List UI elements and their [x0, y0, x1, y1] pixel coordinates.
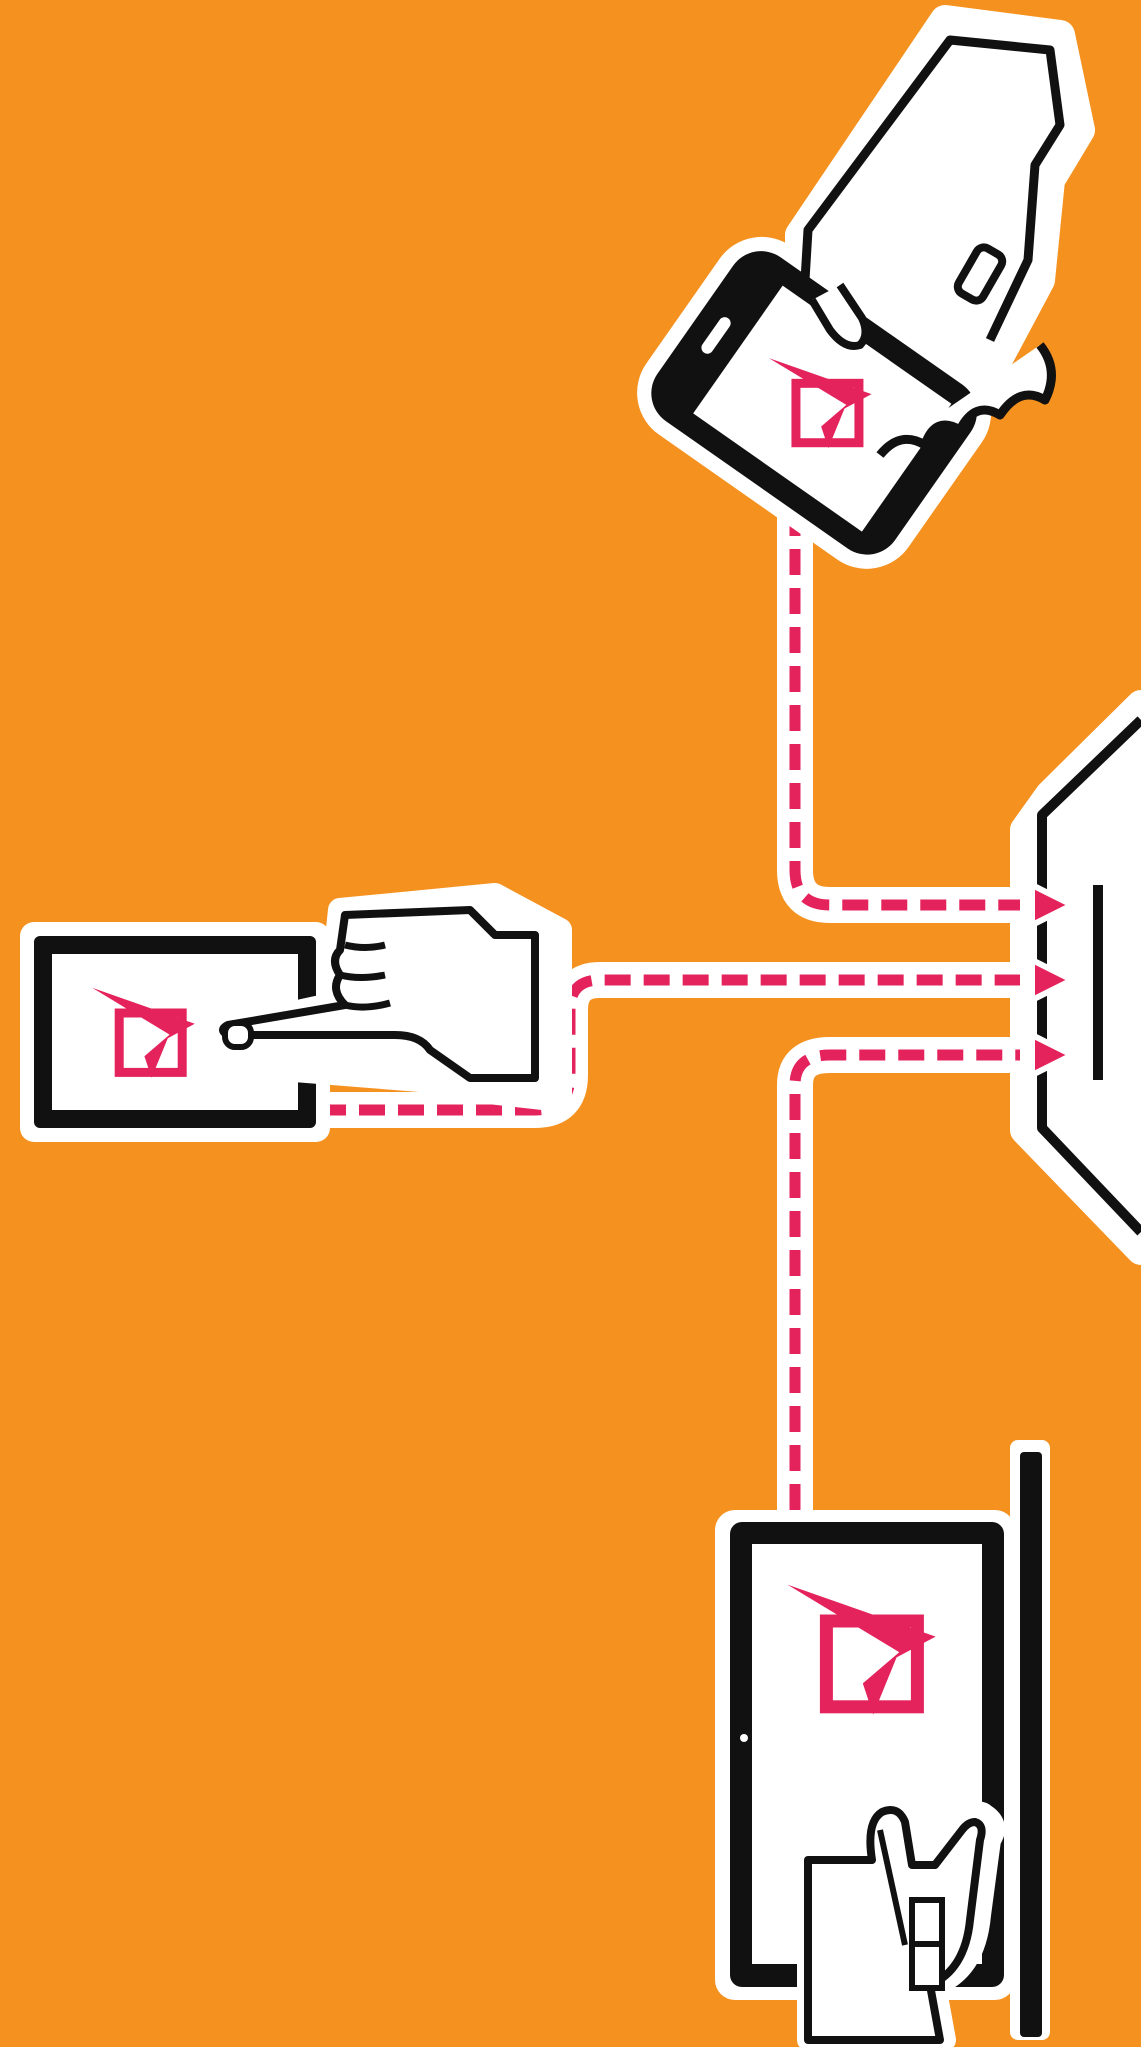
phone-in-hand-icon: [638, 20, 1080, 568]
kiosk-touch-icon: [715, 1440, 1050, 2040]
